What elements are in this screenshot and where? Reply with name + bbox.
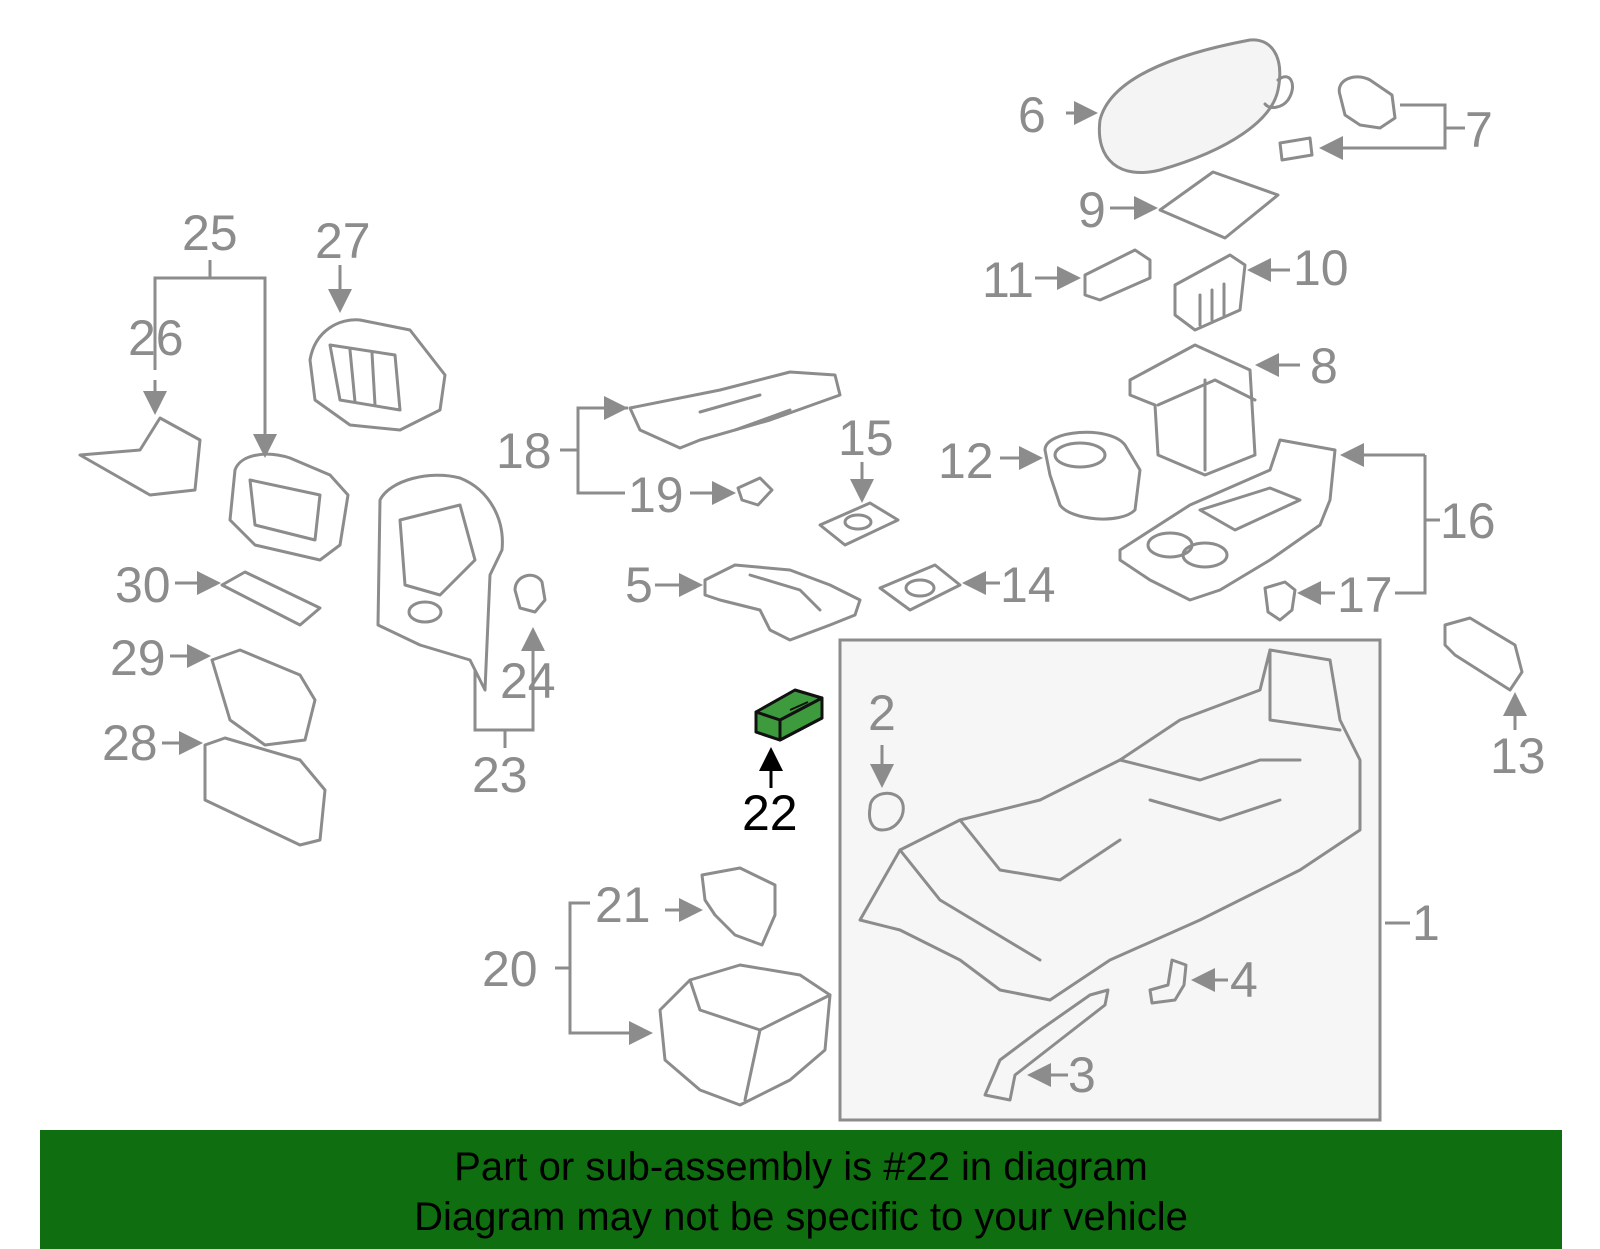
part-4-clip bbox=[1148, 958, 1228, 1005]
callout-5: 5 bbox=[625, 557, 653, 613]
callout-6: 6 bbox=[1018, 87, 1046, 143]
callout-22: 22 bbox=[742, 785, 798, 841]
callout-3: 3 bbox=[1068, 1047, 1096, 1103]
part-15-boot-plate bbox=[818, 462, 900, 547]
part-10-organizer bbox=[1173, 253, 1290, 332]
callout-10: 10 bbox=[1293, 240, 1349, 296]
part-24-button bbox=[513, 573, 547, 614]
part-2-plug bbox=[868, 745, 905, 832]
callout-12: 12 bbox=[938, 433, 994, 489]
callout-17: 17 bbox=[1337, 567, 1393, 623]
part-29-pocket bbox=[170, 644, 317, 747]
part-11-insert bbox=[1035, 248, 1152, 302]
callout-1: 1 bbox=[1412, 895, 1440, 951]
part-3-trim-strip bbox=[983, 988, 1110, 1102]
banner-line-1: Part or sub-assembly is #22 in diagram bbox=[454, 1145, 1148, 1189]
callout-11: 11 bbox=[982, 252, 1034, 308]
callout-15: 15 bbox=[838, 410, 894, 466]
part-5-bracket bbox=[655, 563, 862, 642]
part-12-cup-holder bbox=[1000, 430, 1142, 521]
part-17-clip bbox=[1263, 580, 1335, 622]
callout-16: 16 bbox=[1440, 493, 1496, 549]
part-30-mat bbox=[175, 570, 322, 627]
part-14-boot-plate bbox=[878, 563, 1000, 612]
callout-13: 13 bbox=[1490, 728, 1546, 784]
callout-25: 25 bbox=[182, 205, 238, 261]
part-8-storage-bin bbox=[1128, 343, 1300, 477]
part-1-console-assembly bbox=[838, 638, 1410, 1122]
part-9-mat bbox=[1110, 170, 1280, 240]
part-23-rear-panel bbox=[376, 473, 545, 748]
part-22-highlighted[interactable] bbox=[754, 688, 824, 788]
callout-labels: 1 2 3 4 5 6 7 8 9 10 11 12 13 14 15 16 1… bbox=[102, 87, 1546, 1103]
part-19-clip bbox=[690, 476, 774, 507]
callout-2: 2 bbox=[868, 685, 896, 741]
callout-8: 8 bbox=[1310, 338, 1338, 394]
callout-9: 9 bbox=[1078, 182, 1106, 238]
callout-27: 27 bbox=[315, 213, 371, 269]
part-13-bracket bbox=[1443, 616, 1527, 730]
callout-28: 28 bbox=[102, 715, 158, 771]
part-6-armrest-lid bbox=[1066, 38, 1294, 175]
part-18-trim-panel bbox=[560, 370, 842, 495]
part-28-tray bbox=[162, 731, 327, 847]
part-26-cover bbox=[78, 380, 202, 497]
callout-19: 19 bbox=[628, 467, 684, 523]
callout-21: 21 bbox=[595, 877, 651, 933]
callout-20: 20 bbox=[482, 941, 538, 997]
callout-30: 30 bbox=[115, 557, 171, 613]
part-7-latch bbox=[1278, 75, 1465, 162]
callout-26: 26 bbox=[128, 310, 184, 366]
callout-18: 18 bbox=[496, 423, 552, 479]
callout-23: 23 bbox=[472, 747, 528, 803]
callout-7: 7 bbox=[1465, 102, 1493, 158]
callout-4: 4 bbox=[1230, 952, 1258, 1008]
part-25-vent-bezel bbox=[153, 260, 350, 562]
part-21-holder bbox=[665, 866, 777, 947]
banner-line-2: Diagram may not be specific to your vehi… bbox=[414, 1195, 1188, 1239]
part-16-console-top bbox=[1118, 438, 1440, 602]
info-banner: Part or sub-assembly is #22 in diagram D… bbox=[40, 1130, 1562, 1249]
callout-24: 24 bbox=[500, 653, 556, 709]
part-27-rear-vent bbox=[308, 265, 447, 432]
callout-29: 29 bbox=[110, 630, 166, 686]
callout-14: 14 bbox=[1000, 557, 1056, 613]
part-20-bin-assembly bbox=[555, 901, 832, 1107]
